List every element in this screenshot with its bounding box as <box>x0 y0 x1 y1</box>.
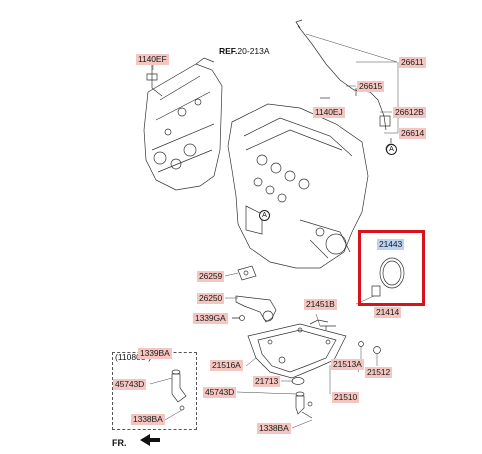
part-label-26614[interactable]: 26614 <box>399 128 427 139</box>
part-label-45743d-left[interactable]: 45743D <box>113 379 147 390</box>
part-label-1339ba-left[interactable]: 1339BA <box>138 348 172 359</box>
ref-label: REF.20-213A <box>219 46 270 57</box>
part-label-21513a[interactable]: 21513A <box>331 359 364 370</box>
part-label-1339ga[interactable]: 1339GA <box>193 313 228 324</box>
highlight-box <box>358 230 425 306</box>
inset-label: (110805-) <box>115 352 152 362</box>
part-label-26250[interactable]: 26250 <box>197 293 225 304</box>
part-label-1338ba-left[interactable]: 1338BA <box>131 414 165 425</box>
part-label-45743d-mid[interactable]: 45743D <box>203 387 237 398</box>
ref-value: 20-213A <box>237 46 270 56</box>
part-label-21713[interactable]: 21713 <box>253 376 281 387</box>
front-label: FR. <box>112 438 127 448</box>
rear-oil-seal-drawing <box>371 257 405 297</box>
front-arrow <box>140 434 160 446</box>
part-label-21451b[interactable]: 21451B <box>304 299 337 310</box>
part-label-21512[interactable]: 21512 <box>365 367 393 378</box>
part-label-21510[interactable]: 21510 <box>332 392 360 403</box>
part-label-26615[interactable]: 26615 <box>357 81 385 92</box>
bolt-1140ef-drawing <box>146 62 163 97</box>
part-label-21443[interactable]: 21443 <box>377 239 405 250</box>
part-label-1140ef[interactable]: 1140EF <box>136 54 169 65</box>
part-label-26611[interactable]: 26611 <box>399 57 426 68</box>
oil-strainer-drawing <box>235 265 277 323</box>
part-label-21414[interactable]: 21414 <box>374 307 402 318</box>
ref-prefix: REF. <box>219 46 238 56</box>
engine-block-drawing <box>227 103 369 269</box>
part-label-1140ej[interactable]: 1140EJ <box>313 107 345 118</box>
part-label-26612b[interactable]: 26612B <box>393 107 426 118</box>
timing-cover-drawing <box>143 57 223 191</box>
callout-a-dipstick: A <box>386 144 397 155</box>
part-label-21516a[interactable]: 21516A <box>210 360 243 371</box>
part-label-1338ba[interactable]: 1338BA <box>257 423 291 434</box>
part-label-26259[interactable]: 26259 <box>197 271 225 282</box>
oil-pan-drawing <box>247 319 347 379</box>
callout-a-block: A <box>259 210 270 221</box>
